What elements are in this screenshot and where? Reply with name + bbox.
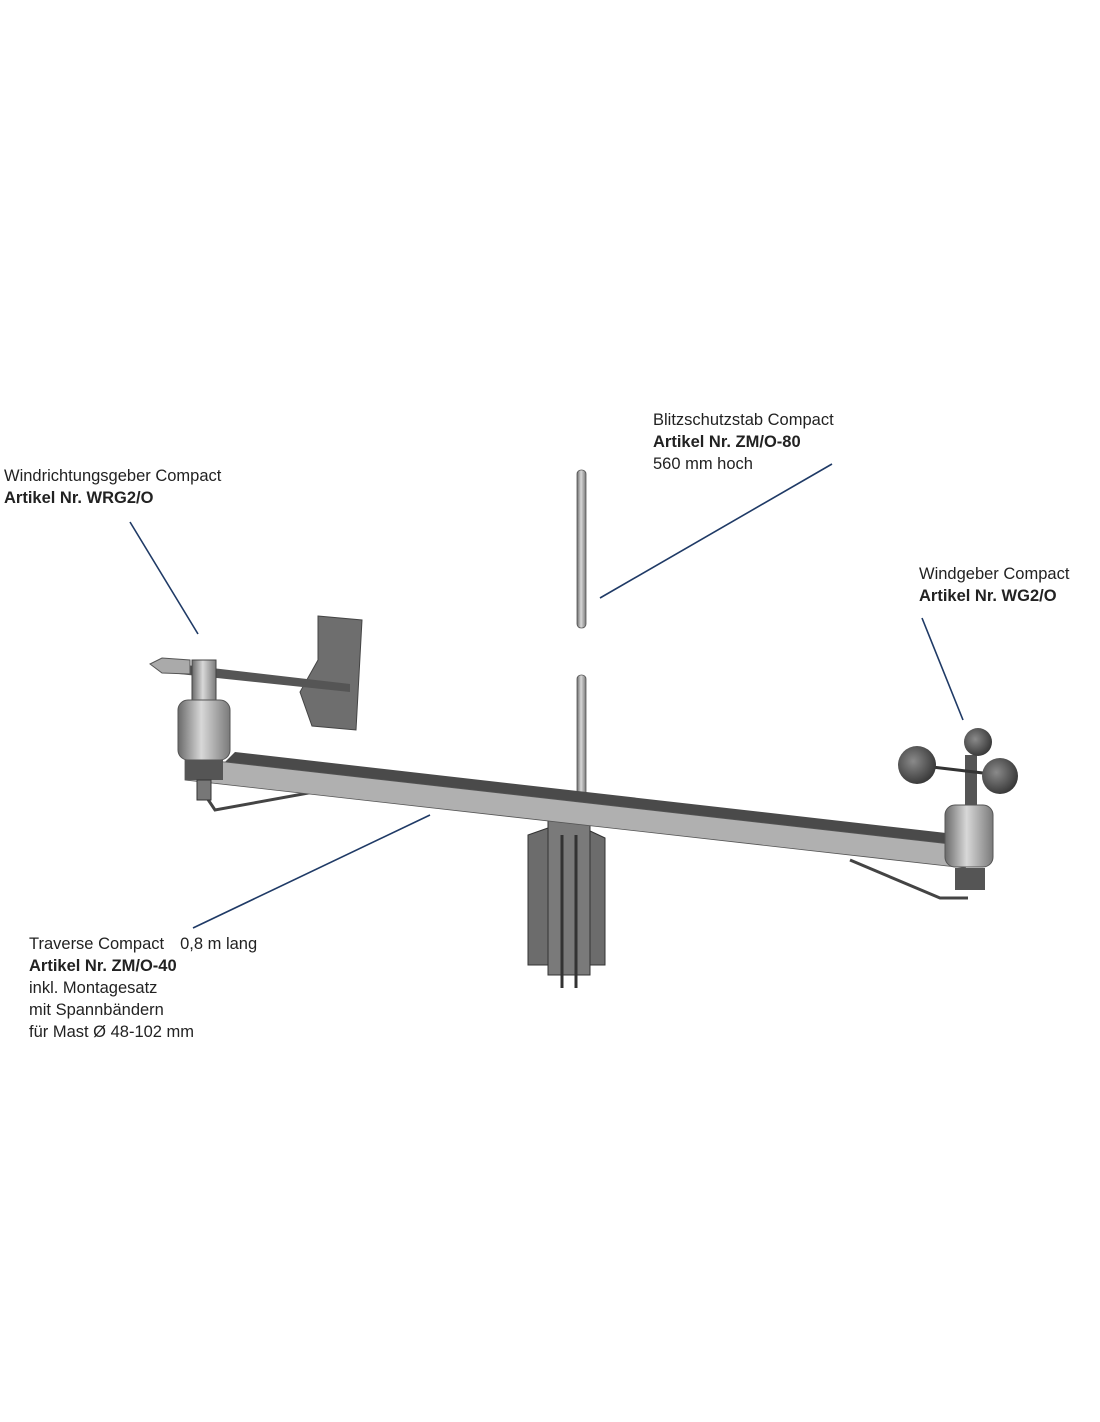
leader-anemometer — [921, 617, 964, 721]
note-line: inkl. Montagesatz — [29, 979, 158, 997]
lightning-rod — [576, 469, 587, 811]
article-number: Artikel Nr. ZM/O-40 — [29, 957, 177, 975]
note-line: mit Spannbändern — [29, 1001, 164, 1019]
article-number: Artikel Nr. ZM/O-80 — [653, 433, 801, 451]
article-number: Artikel Nr. WG2/O — [919, 587, 1057, 605]
article-number: Artikel Nr. WRG2/O — [4, 489, 154, 507]
leader-lightning-rod — [599, 463, 833, 599]
note-line: für Mast Ø 48-102 mm — [29, 1023, 195, 1041]
length-note: 0,8 m lang — [180, 935, 258, 953]
height-note: 560 mm hoch — [653, 455, 753, 473]
anemometer-cup — [964, 728, 992, 756]
anemometer-cup — [898, 746, 936, 784]
product-name: Traverse Compact — [29, 935, 165, 953]
anemometer-cup — [982, 758, 1018, 794]
leader-lines — [129, 463, 964, 929]
wind-vane-sensor — [149, 615, 363, 801]
mast-bracket — [527, 817, 606, 988]
leader-crossarm — [192, 814, 431, 929]
product-name: Blitzschutzstab Compact — [653, 411, 834, 429]
anemometer-sensor — [898, 728, 1018, 890]
label-wind-direction-sensor: Windrichtungsgeber Compact Artikel Nr. W… — [4, 465, 221, 509]
label-crossarm: Traverse Compact 0,8 m lang Artikel Nr. Z… — [29, 933, 257, 1043]
leader-wind-direction — [129, 521, 199, 635]
label-lightning-rod: Blitzschutzstab Compact Artikel Nr. ZM/O… — [653, 409, 834, 475]
label-anemometer: Windgeber Compact Artikel Nr. WG2/O — [919, 563, 1069, 607]
product-name: Windgeber Compact — [919, 565, 1070, 583]
product-name: Windrichtungsgeber Compact — [4, 467, 222, 485]
